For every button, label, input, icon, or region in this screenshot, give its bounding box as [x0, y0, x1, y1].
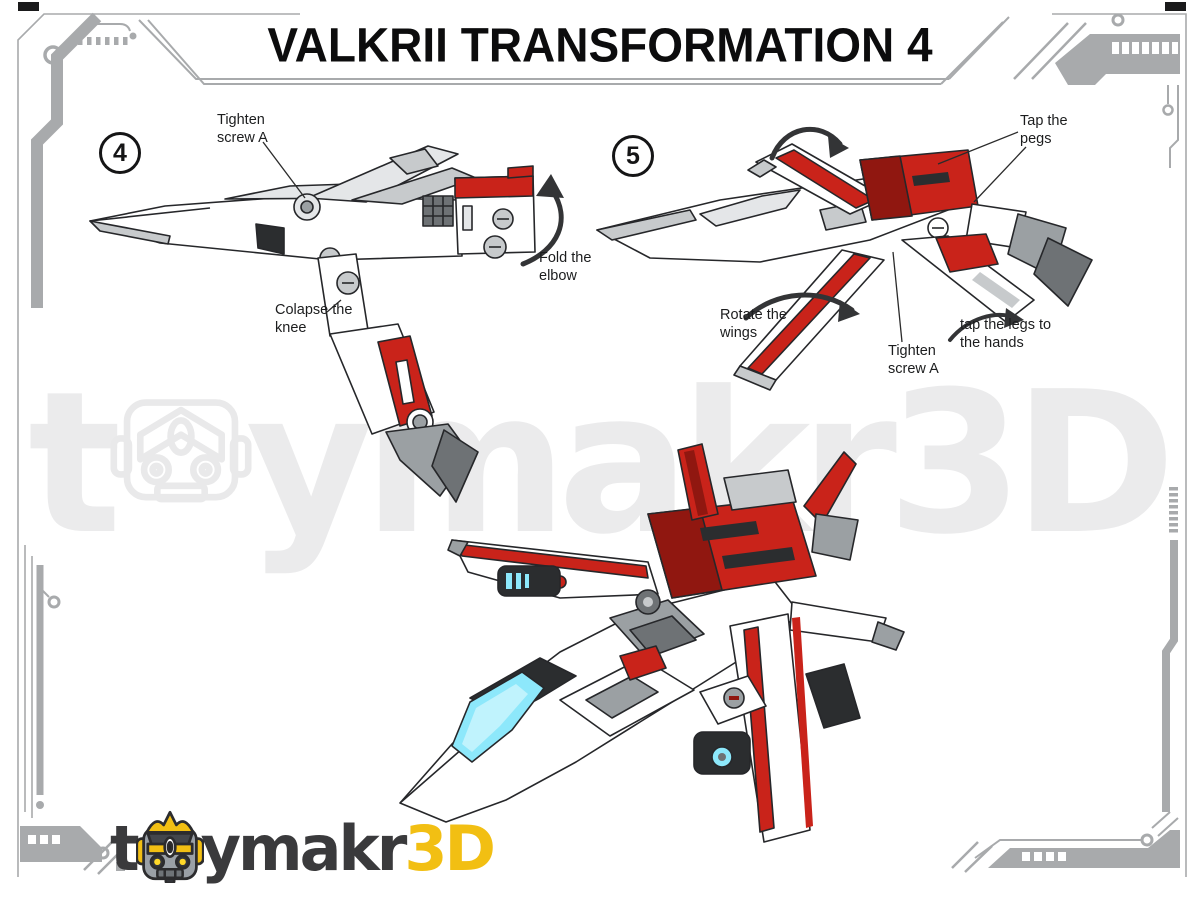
watermark: t ymakr 3D	[28, 350, 1176, 578]
leader-line	[973, 146, 1027, 203]
step5-number-badge: 5	[612, 135, 654, 177]
step4-number-badge: 4	[99, 132, 141, 174]
page-title: VALKRII TRANSFORMATION 4	[267, 17, 933, 73]
watermark-text-prefix: t	[28, 350, 122, 578]
leader-line	[326, 299, 342, 313]
step4-illustration	[89, 141, 564, 503]
label-tap-the-pegs: Tap the pegs	[1020, 113, 1068, 147]
logo-robot-head-icon	[135, 807, 204, 883]
leader-line	[892, 251, 903, 343]
fold-elbow-arrow-icon	[520, 174, 564, 267]
rotate-wings-arrow-icon	[743, 292, 860, 322]
tap-pegs-arrow-icon	[769, 126, 849, 161]
corner-mark	[18, 2, 39, 11]
label-fold-the-elbow: Fold the elbow	[539, 250, 592, 284]
logo-text-prefix: t	[110, 811, 140, 885]
label-tap-legs-to-hands: tap the legs to the hands	[960, 317, 1052, 351]
watermark-text-suffix: 3D	[886, 350, 1176, 578]
logo-text-suffix: 3D	[404, 811, 496, 885]
label-tighten-screw-a-step4: Tighten screw A	[217, 112, 268, 146]
leader-line	[937, 131, 1019, 165]
step5-illustration	[596, 126, 1093, 391]
logo-text-middle: ymakr	[200, 811, 408, 885]
tap-legs-arrow-icon	[948, 308, 1024, 342]
label-collapse-the-knee: Colapse the knee	[275, 302, 353, 336]
label-tighten-screw-a-step5: Tighten screw A	[888, 343, 939, 377]
leader-line	[262, 141, 306, 199]
final-jet-illustration	[399, 443, 905, 843]
corner-mark	[1165, 2, 1186, 11]
brand-logo: t	[110, 807, 496, 886]
watermark-robot-icon	[110, 376, 252, 518]
label-rotate-the-wings: Rotate the wings	[720, 307, 787, 341]
